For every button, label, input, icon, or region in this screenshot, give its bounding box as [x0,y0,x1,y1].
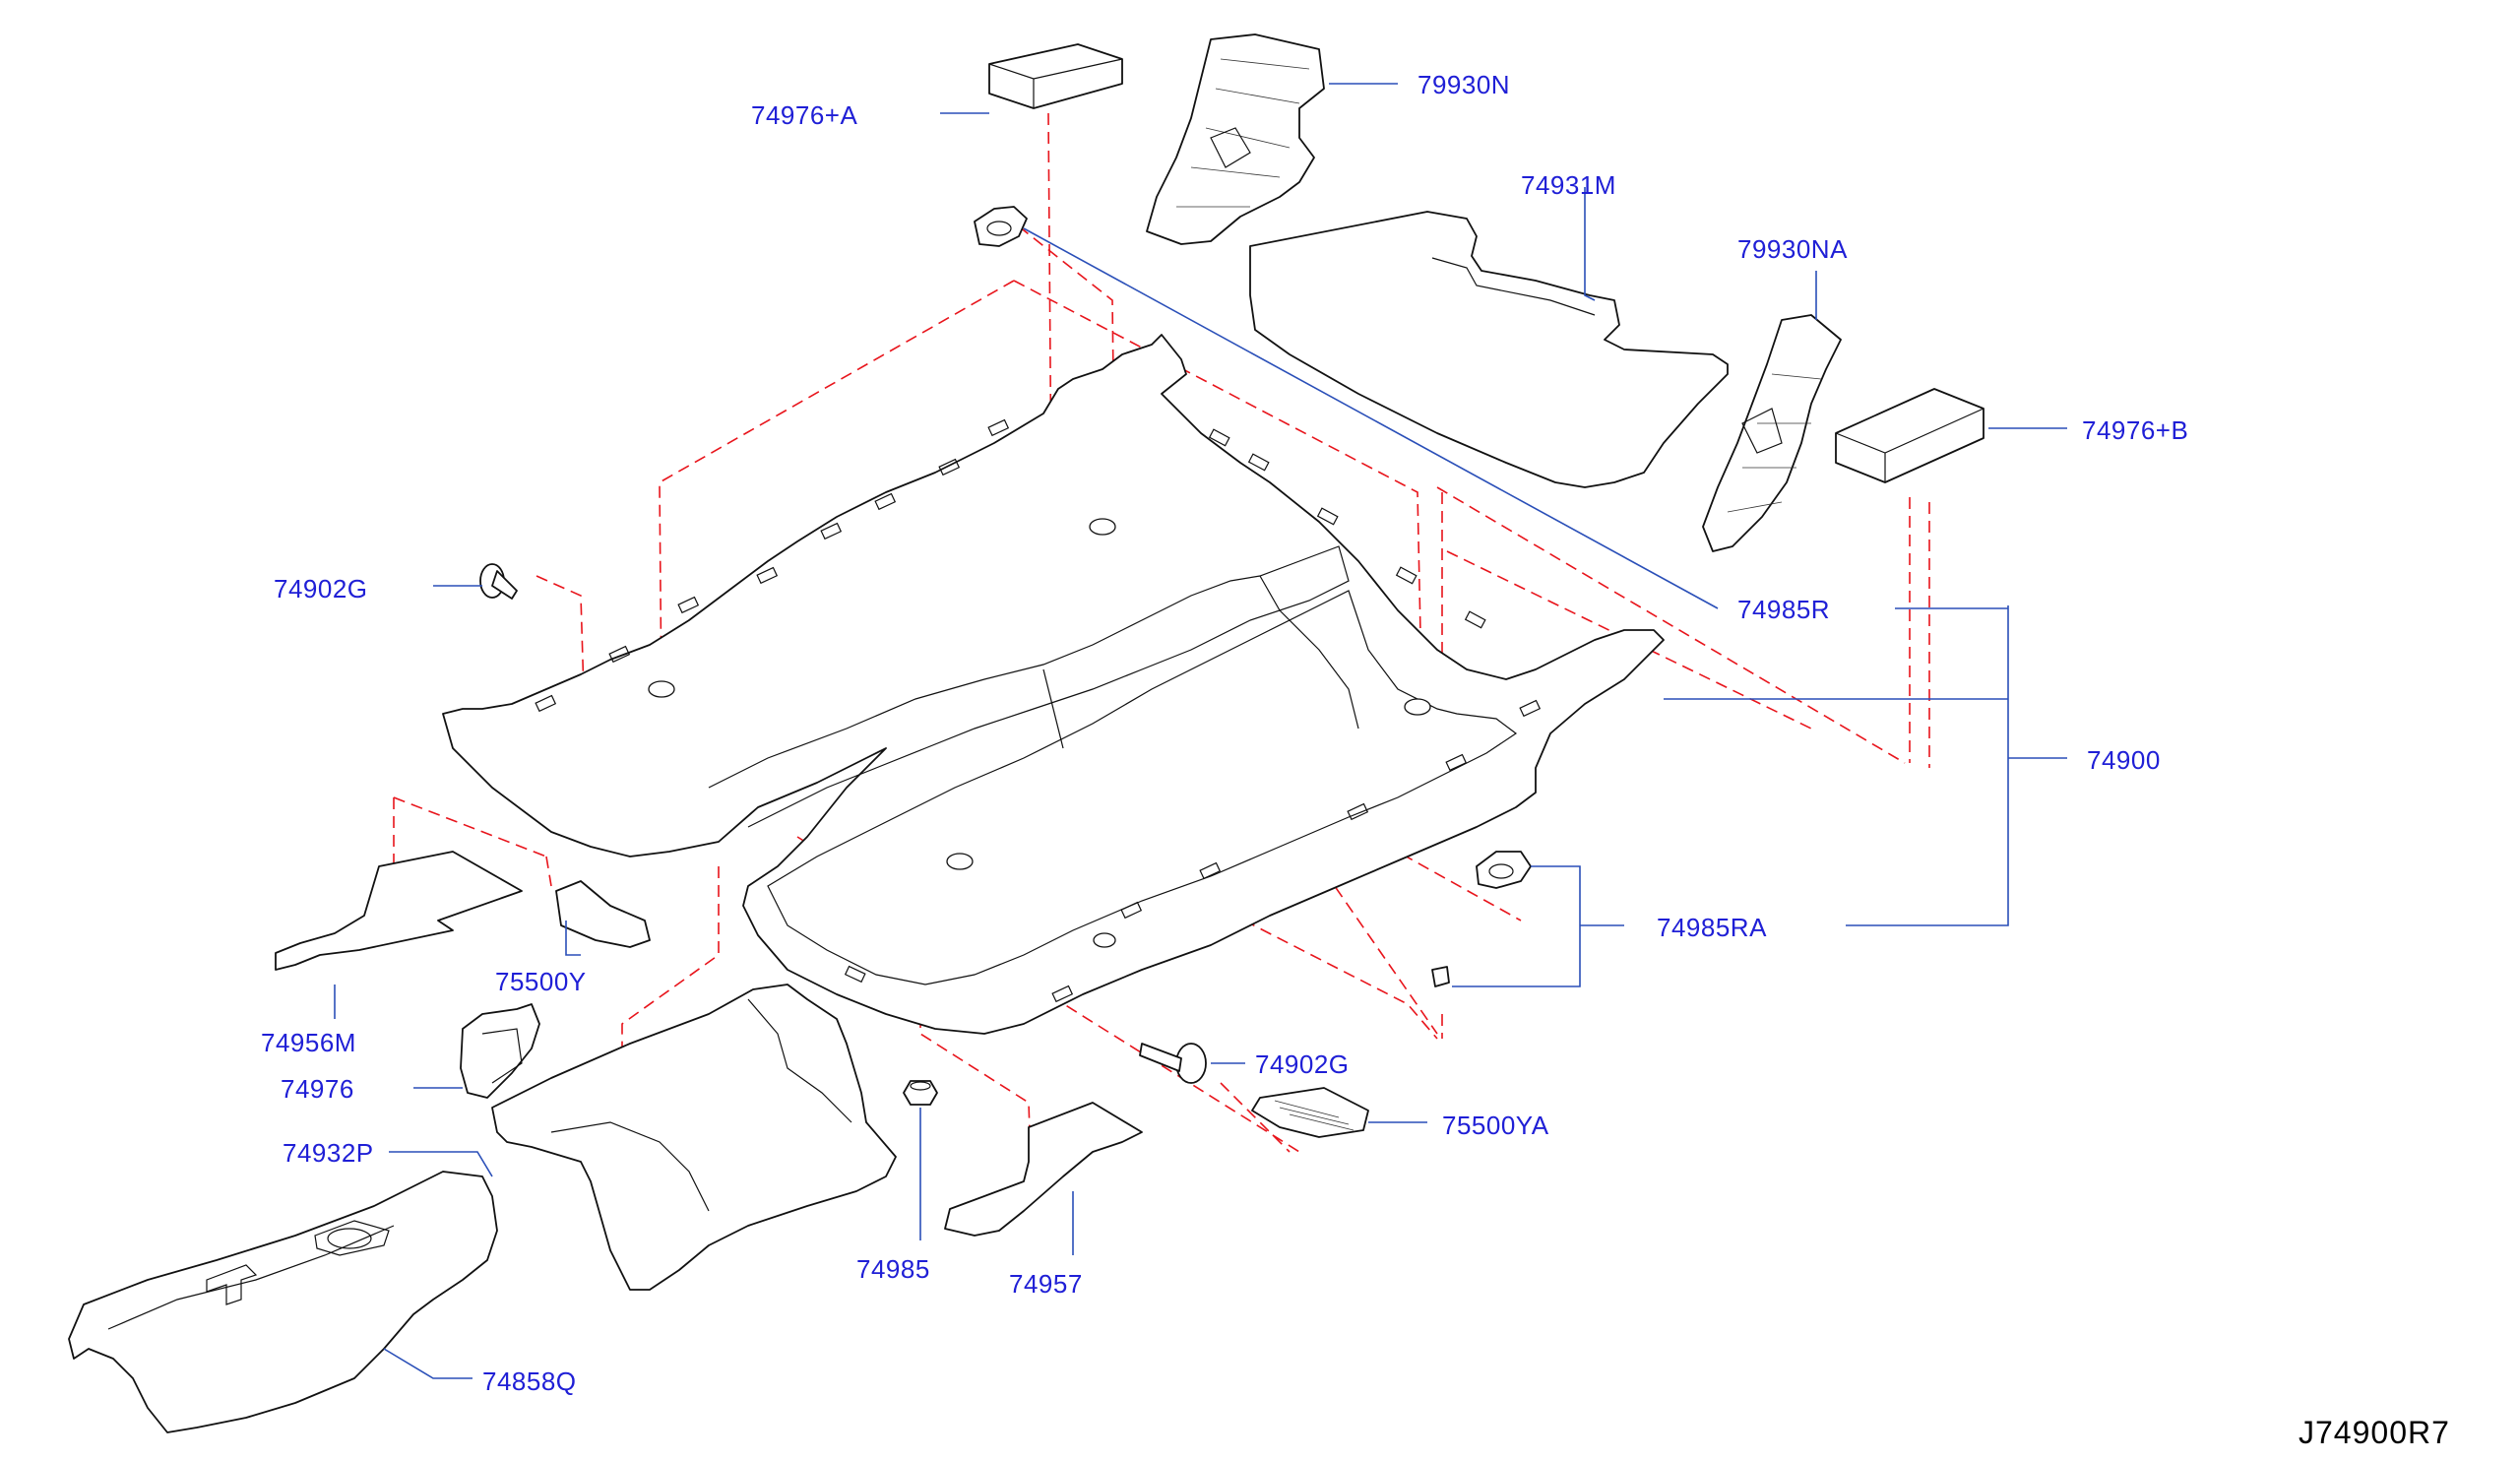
label-74976B: 74976+B [2082,415,2188,445]
block-74976A [988,43,1123,109]
part-labels: 74976+A 79930N 74931M 79930NA 74976+B 74… [261,70,2188,1396]
label-74957: 74957 [1009,1269,1083,1299]
grommets [648,518,1431,948]
block-74976B [1835,388,1984,483]
label-74931M: 74931M [1521,170,1616,200]
label-79930N: 79930N [1418,70,1510,99]
label-74902G-bottom: 74902G [1255,1049,1350,1079]
clip-74985RA [1431,851,1532,987]
label-74985R: 74985R [1737,595,1830,624]
label-74900: 74900 [2087,745,2161,775]
leader-lines [334,83,2067,1379]
part-75500YA [1251,1087,1369,1138]
carpet-slots [535,418,1542,1003]
insulator-79930NA [1702,314,1842,552]
label-74858Q: 74858Q [482,1366,577,1396]
pad-74931M [1249,211,1729,488]
foam-74976 [460,1003,540,1099]
label-75500YA: 75500YA [1442,1111,1549,1140]
grommet-74985 [903,1080,938,1106]
dash-insulator-74858Q [68,1171,498,1433]
floor-carpet-74900 [442,334,1665,1035]
label-74932P: 74932P [283,1138,374,1168]
label-74985: 74985 [856,1254,930,1284]
part-75500Y [555,880,651,948]
label-74985RA: 74985RA [1657,913,1767,942]
label-75500Y: 75500Y [495,967,587,996]
label-74956M: 74956M [261,1028,356,1057]
clip-74985R [974,206,1028,247]
part-74957 [944,1102,1143,1237]
fastener-74902G-bottom [1139,1043,1207,1084]
insulator-79930N [1146,33,1325,245]
fastener-74902G-top [479,563,518,600]
tunnel-insulator-74932P [491,984,897,1291]
label-74976: 74976 [281,1074,354,1104]
label-79930NA: 79930NA [1737,234,1848,264]
diagram-code: J74900R7 [2299,1415,2450,1450]
part-74956M [275,851,523,971]
label-74976A: 74976+A [751,100,857,130]
label-74902G-top: 74902G [274,574,368,603]
